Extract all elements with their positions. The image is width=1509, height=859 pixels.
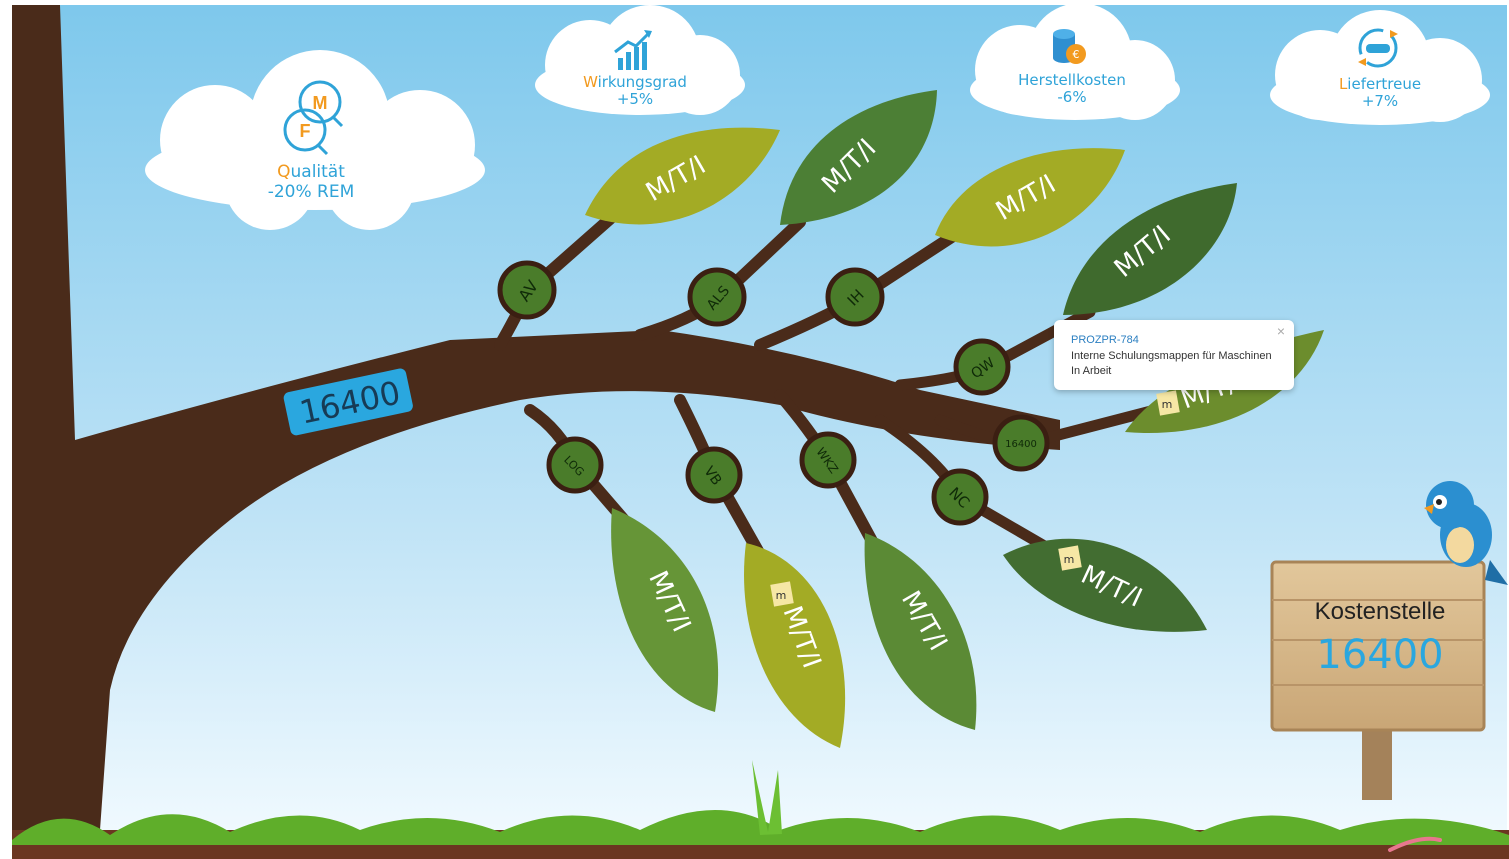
kpi-efficiency[interactable]: Wirkungsgrad +5% xyxy=(555,73,715,109)
leaf-nc[interactable]: M/T/I xyxy=(1003,538,1207,632)
branch-node-vb[interactable]: VB xyxy=(685,446,743,504)
kpi-efficiency-value: +5% xyxy=(616,90,654,109)
kpi-costs[interactable]: Herstellkosten -6% xyxy=(992,71,1152,107)
branch-node-wkz[interactable]: WKZ xyxy=(799,431,857,489)
leaf-als[interactable]: M/T/I xyxy=(780,90,937,225)
tree-trunk xyxy=(12,5,1060,830)
efficiency-chart-icon xyxy=(614,30,652,70)
quality-icon-m: M xyxy=(313,93,328,113)
leaf-vb[interactable]: M/T/I xyxy=(744,543,846,748)
task-id-link[interactable]: PROZPR-784 xyxy=(1071,334,1139,346)
kpi-costs-value: -6% xyxy=(1057,88,1087,107)
note-icon[interactable]: m xyxy=(1156,390,1180,416)
leaf-av[interactable]: M/T/I xyxy=(585,127,780,225)
sign-label: Kostenstelle xyxy=(1314,598,1446,625)
task-status: In Arbeit xyxy=(1071,365,1112,377)
branch-node-av[interactable]: AV xyxy=(497,260,557,320)
quality-icon-f: F xyxy=(300,121,311,141)
cloud-delivery xyxy=(1270,10,1490,125)
branch-node-nc[interactable]: NC xyxy=(931,468,989,526)
task-popup[interactable]: × PROZPR-784 Interne Schulungsmappen für… xyxy=(1054,320,1294,390)
svg-text:16400: 16400 xyxy=(1005,439,1037,450)
svg-text:€: € xyxy=(1073,48,1080,61)
kpi-quality[interactable]: Qualität -20% REM xyxy=(226,162,396,202)
task-title: Interne Schulungsmappen für Maschinen xyxy=(1071,350,1272,362)
sign-number: 16400 xyxy=(1316,632,1444,678)
kpi-efficiency-title: Wirkungsgrad xyxy=(583,73,687,91)
quality-mf-icon: M F xyxy=(283,80,344,156)
handshake-cycle-icon xyxy=(1358,28,1398,68)
kpi-costs-title: Herstellkosten xyxy=(1018,71,1126,89)
close-icon[interactable]: × xyxy=(1276,323,1285,339)
svg-text:m: m xyxy=(1162,398,1173,411)
svg-text:m: m xyxy=(776,589,787,602)
cost-center-sign xyxy=(1270,560,1486,800)
euro-coins-icon: € xyxy=(1053,29,1086,64)
cloud-quality xyxy=(145,50,485,230)
leaf-ih[interactable]: M/T/I xyxy=(935,148,1125,247)
kpi-quality-title: Qualität xyxy=(277,162,345,182)
branch-node-qw[interactable]: QW xyxy=(953,338,1011,396)
branch-node-log[interactable]: LOG xyxy=(546,436,604,494)
kpi-quality-value: -20% REM xyxy=(267,181,355,202)
leaf-qw[interactable]: M/T/I xyxy=(1063,183,1237,315)
cloud-efficiency xyxy=(535,5,745,115)
branch-node-als[interactable]: ALS xyxy=(687,267,747,327)
kpi-delivery[interactable]: Liefertreue +7% xyxy=(1300,75,1460,111)
note-icon[interactable]: m xyxy=(1058,545,1082,571)
leaf-wkz[interactable]: M/T/I xyxy=(864,533,977,730)
note-icon[interactable]: m xyxy=(770,581,794,607)
bird-illustration xyxy=(1424,481,1508,585)
leaf-log[interactable]: M/T/I xyxy=(611,508,719,712)
svg-text:m: m xyxy=(1064,553,1075,566)
kpi-delivery-title: Liefertreue xyxy=(1338,75,1422,93)
branch-node-ih[interactable]: IH xyxy=(825,267,885,327)
grass-ground xyxy=(12,760,1509,859)
kpi-delivery-value: +7% xyxy=(1361,92,1399,111)
branch-node-16400[interactable]: 16400 xyxy=(992,414,1050,472)
